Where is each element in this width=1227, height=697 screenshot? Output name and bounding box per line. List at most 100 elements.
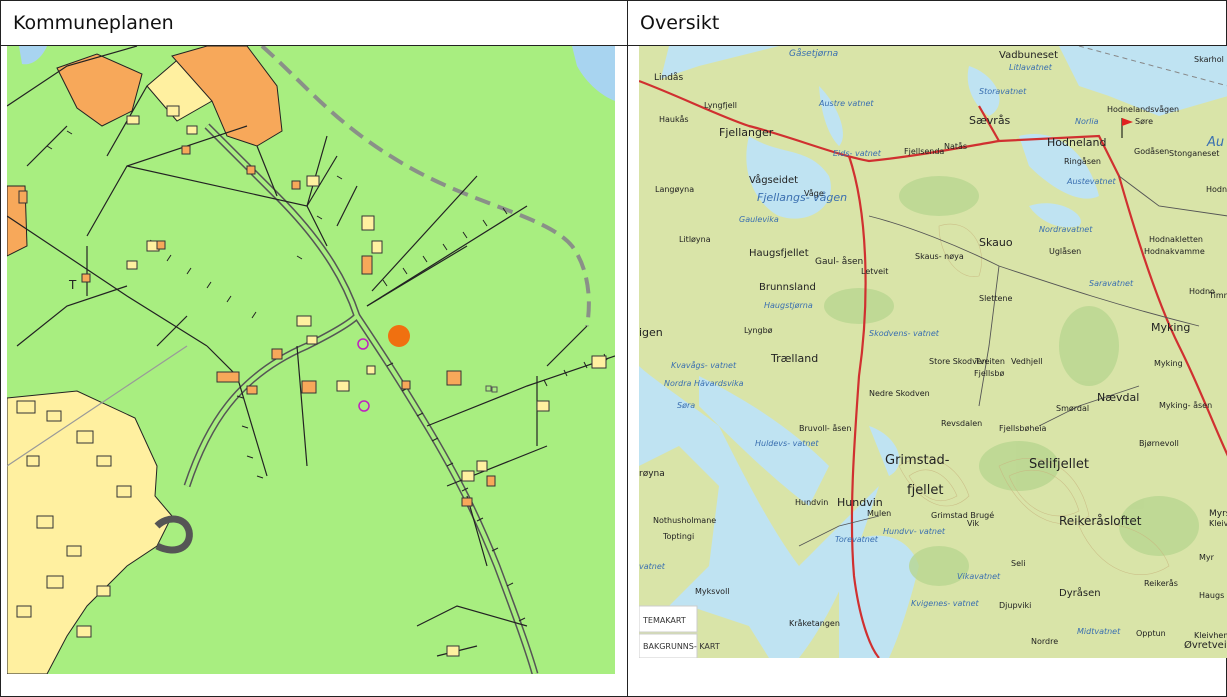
label-hundvin: Hundvin [837, 496, 883, 509]
label-lyngbo: Lyngbø [744, 326, 773, 335]
label-trelland: Trælland [770, 352, 818, 365]
label-godasen: Godåsen [1134, 146, 1169, 156]
label-seli: Seli [1011, 559, 1025, 568]
label-haugs: Haugs [1199, 591, 1224, 600]
map-symbol-t: T [68, 278, 77, 292]
fjellangsvagen-water [746, 136, 831, 219]
label-djupviki: Djupviki [999, 601, 1031, 610]
label-nevdal: Nævdal [1097, 391, 1139, 404]
label-mykingasen: Myking- åsen [1159, 400, 1212, 410]
label-natas: Natås [944, 141, 967, 151]
label-hodno: Hodno [1189, 287, 1215, 296]
label-reikeras: Reikerås [1144, 578, 1178, 588]
development-zone-north [171, 46, 283, 147]
label-ovretveit: Øvretveit [1184, 639, 1227, 651]
label-grimstadbruge: Grimstad Brugé [931, 510, 994, 520]
label-sevras: Sævrås [969, 114, 1011, 127]
label-nothusholmane: Nothusholmane [653, 516, 716, 525]
label-revsdalen: Revsdalen [941, 419, 982, 428]
cultural-heritage-symbol-2 [358, 400, 370, 412]
label-huldevsvatnet: Huldevs- vatnet [755, 439, 819, 448]
label-stonganeset: Stonganeset [1169, 149, 1219, 158]
oversikt-map[interactable]: Gåsetjørna Vadbuneset Litlavatnet Storav… [639, 46, 1227, 658]
zoning-map-svg: T [7, 46, 615, 674]
label-lindas: Lindås [654, 72, 683, 83]
label-gaulevika: Gaulevika [739, 215, 779, 224]
label-nordravatnet: Nordravatnet [1039, 225, 1093, 234]
label-hodnelandsvagen: Hodnelandsvågen [1107, 104, 1179, 114]
topo-map-svg: Gåsetjørna Vadbuneset Litlavatnet Storav… [639, 46, 1227, 658]
bakgrunnskart-button[interactable]: BAKGRUNNS- KART [639, 633, 720, 658]
label-fjellsenda: Fjellsenda [904, 147, 944, 156]
oversikt-panel: Oversikt [627, 0, 1227, 697]
label-vik: Vik [967, 519, 980, 528]
label-vage: Våge [804, 188, 824, 198]
label-nordrahavardsvika: Nordra Hävardsvika [664, 379, 744, 388]
label-letveit: Letveit [861, 267, 888, 276]
label-haukas: Haukås [659, 114, 689, 124]
label-timmer: Timmer [1208, 291, 1227, 300]
label-tveiten: Tveiten [974, 357, 1005, 366]
label-toptingi: Toptingi [662, 532, 694, 541]
label-nordre: Nordre [1031, 637, 1058, 646]
land-nw [639, 46, 669, 106]
label-storeskodven: Store Skodven [929, 357, 987, 366]
label-kleivhem: Kleivhem [1194, 631, 1227, 640]
label-kleivi: Kleivi [1209, 519, 1227, 528]
minor-roads [798, 175, 1227, 547]
label-kvigenesvatnet: Kvigenes- vatnet [911, 599, 980, 608]
boundary-line [1078, 46, 1227, 87]
label-hundvin-small: Hundvin [795, 498, 828, 507]
label-bruvollasen: Bruvoll- åsen [799, 423, 851, 433]
label-hodnali: Hodnali [1206, 185, 1227, 194]
label-opptun: Opptun [1136, 629, 1166, 638]
label-reikerasloftet: Reikeråsloftet [1059, 514, 1142, 528]
label-smordal: Smørdal [1056, 404, 1089, 413]
cultural-heritage-symbol [357, 338, 369, 350]
label-kvavagsvatnet: Kvavågs- vatnet [671, 360, 737, 370]
label-langoyna: Langøyna [655, 185, 694, 194]
label-skauo: Skauo [979, 236, 1013, 249]
label-torevatnet: Torevatnet [835, 535, 879, 544]
label-myksvoll: Myksvoll [695, 587, 730, 596]
label-hodnakletten: Hodnakletten [1149, 235, 1203, 244]
label-austevatnet: Austevatnet [1066, 177, 1117, 186]
label-uglasen: Uglåsen [1049, 246, 1081, 256]
label-aust: Au [1206, 135, 1224, 150]
sea-northeast [1059, 46, 1227, 116]
label-hundvvatnet: Hundvv- vatnet [883, 527, 946, 536]
label-myr: Myr [1199, 553, 1215, 562]
label-skodvensvatnet: Skodvens- vatnet [869, 329, 940, 338]
label-vageseidet: Vågseidet [749, 173, 798, 186]
bakgrunnskart-label: BAKGRUNNS- KART [643, 642, 720, 651]
kommuneplan-map[interactable]: T [7, 46, 615, 674]
label-kraketangen: Kråketangen [789, 618, 840, 628]
label-ringasen: Ringåsen [1064, 156, 1101, 166]
label-gasetjorna: Gåsetjørna [789, 48, 838, 59]
property-lines [7, 46, 615, 657]
temakart-button[interactable]: TEMAKART [639, 605, 698, 633]
project-location-marker[interactable] [388, 325, 410, 347]
label-dyrasen: Dyråsen [1059, 586, 1101, 599]
label-fjellsboheia: Fjellsbøheia [999, 424, 1047, 433]
storavatnet-water [967, 66, 1000, 116]
label-litlavatnet: Litlavatnet [1009, 63, 1053, 72]
label-vatnet-left: vatnet [639, 562, 666, 571]
location-flag-icon[interactable] [1122, 118, 1133, 126]
label-hodneland: Hodneland [1047, 136, 1106, 149]
label-myking2: Myking [1154, 359, 1183, 368]
label-vedhjell: Vedhjell [1011, 357, 1043, 366]
label-nedreskodven: Nedre Skodven [869, 389, 930, 398]
kommuneplan-title: Kommuneplanen [13, 12, 174, 34]
land-sw [639, 446, 719, 606]
label-midtvatnet: Midtvatnet [1077, 627, 1121, 636]
label-fjellangsvagen: Fjellangs- vågen [757, 191, 847, 204]
label-skarholmen: Skarhol [1194, 55, 1224, 64]
label-slettene: Slettene [979, 294, 1012, 303]
label-fjellanger: Fjellanger [719, 126, 774, 139]
austrevatnet-water [819, 86, 843, 146]
label-austrevatnet: Austre vatnet [818, 99, 874, 108]
main-roads [639, 79, 1227, 658]
label-vikavatnet: Vikavatnet [957, 572, 1001, 581]
